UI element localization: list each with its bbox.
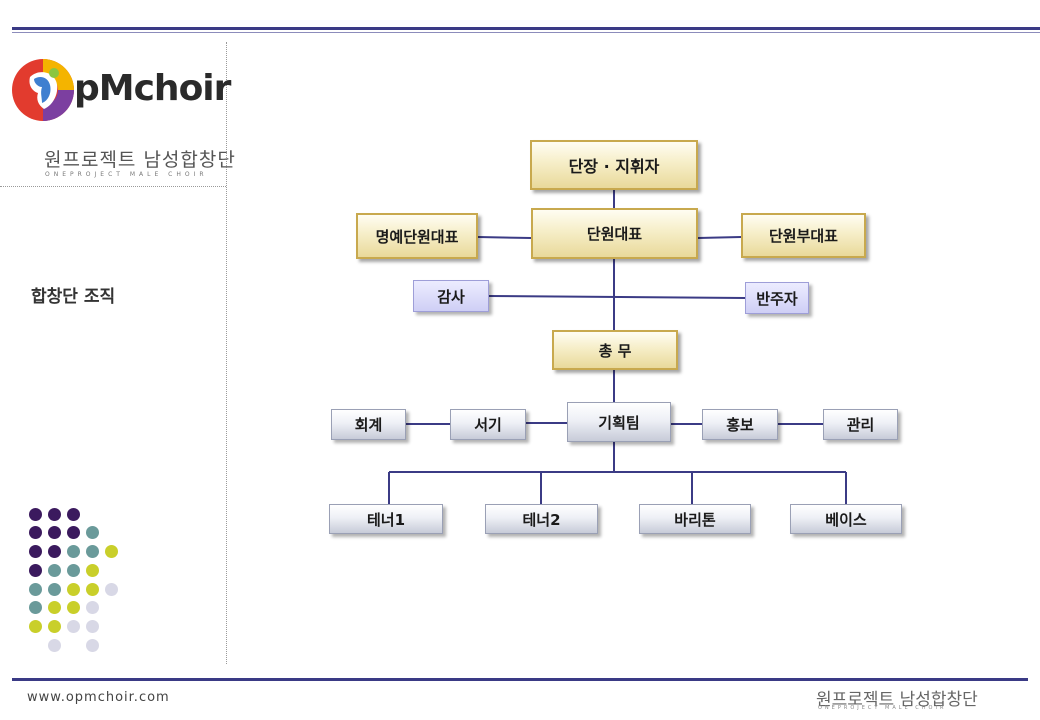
- sidebar-divider: [226, 42, 227, 664]
- org-box-member-rep: 단원대표: [531, 208, 698, 259]
- org-box-accompanist: 반주자: [745, 282, 809, 314]
- org-box-accounting: 회계: [331, 409, 406, 440]
- org-box-part-tenor1: 테너1: [329, 504, 443, 534]
- logo-subtitle: ONEPROJECT MALE CHOIR: [45, 171, 208, 178]
- org-box-vice-rep: 단원부대표: [741, 213, 866, 258]
- section-title: 합창단 조직: [31, 287, 116, 307]
- footer-url-link[interactable]: www.opmchoir.com: [27, 690, 170, 705]
- footer-korean-name: 원프로젝트 남성합창단: [816, 690, 978, 710]
- org-box-secretary: 서기: [450, 409, 526, 440]
- org-box-pr: 홍보: [702, 409, 778, 440]
- org-box-part-baritone: 바리톤: [639, 504, 751, 534]
- logo-wordmark: pMchoir: [74, 68, 231, 109]
- org-box-audit: 감사: [413, 280, 489, 312]
- org-box-part-tenor2: 테너2: [485, 504, 598, 534]
- top-rule: [12, 27, 1040, 30]
- logo-korean-name: 원프로젝트 남성합창단: [44, 149, 236, 171]
- org-box-part-bass: 베이스: [790, 504, 902, 534]
- org-box-management: 관리: [823, 409, 898, 440]
- bottom-rule: [12, 678, 1028, 681]
- org-box-honorary-rep: 명예단원대표: [356, 213, 478, 259]
- org-box-leader: 단장 · 지휘자: [530, 140, 698, 190]
- decorative-dot-pattern: [0, 0, 130, 660]
- org-box-planning: 기획팀: [567, 402, 671, 442]
- logo-divider: [0, 186, 226, 187]
- footer-subtitle: ONEPROJECT MALE CHOIR: [818, 705, 947, 711]
- top-rule-thin: [12, 32, 1040, 33]
- org-box-general-affairs: 총 무: [552, 330, 678, 370]
- choir-emblem-icon: [8, 55, 78, 125]
